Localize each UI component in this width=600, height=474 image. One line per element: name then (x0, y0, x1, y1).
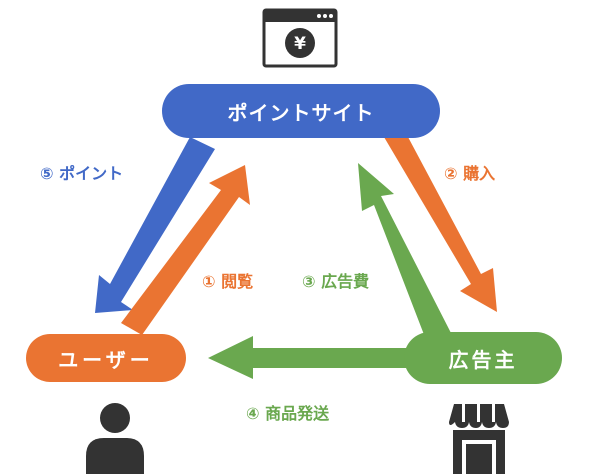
yen-symbol: ¥ (294, 34, 306, 54)
advertiser-node: 広告主 (404, 332, 562, 384)
arrow-shipping (208, 336, 410, 379)
view-label: ① 閲覧 (202, 272, 254, 291)
arrow-purchase (384, 137, 497, 312)
point-site-label: ポイントサイト (227, 100, 375, 125)
yen-browser-icon: ¥ (262, 8, 338, 68)
storefront-icon (448, 400, 510, 474)
advertiser-label: 広告主 (448, 347, 518, 372)
arrow-ad-fee (358, 163, 451, 345)
arrow-view (121, 165, 250, 335)
person-icon (84, 398, 146, 474)
point-site-node: ポイントサイト (162, 84, 440, 138)
purchase-label: ② 購入 (444, 164, 496, 183)
user-label: ユーザー (58, 347, 154, 372)
shipping-label: ④ 商品発送 (246, 404, 330, 423)
ad-fee-label: ③ 広告費 (302, 272, 370, 291)
arrow-points (95, 137, 215, 313)
points-label: ⑤ ポイント (40, 164, 124, 183)
user-node: ユーザー (26, 334, 186, 382)
